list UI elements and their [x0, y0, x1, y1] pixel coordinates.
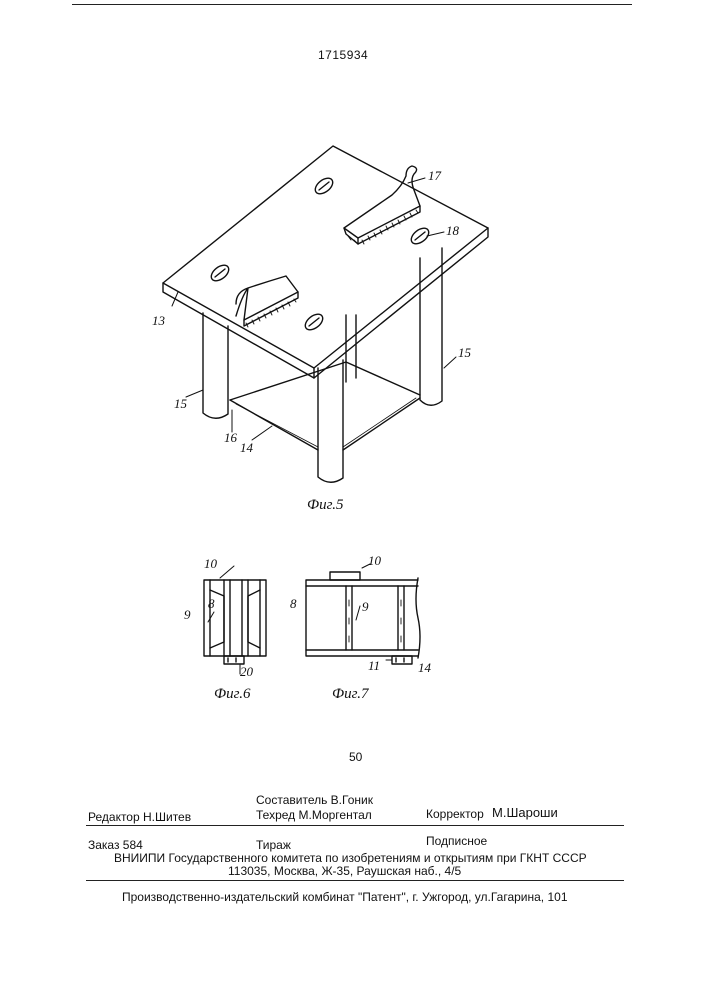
colophon-subscription: Подписное	[426, 834, 487, 848]
colophon-techred: Техред М.Моргентал	[256, 808, 372, 822]
fig7-label-9: 9	[362, 599, 369, 615]
fig5-frame-left	[230, 362, 346, 400]
fig5-frame-right	[343, 398, 420, 450]
leader-15-left	[186, 390, 203, 397]
fig7-label-11: 11	[368, 658, 380, 674]
leader-18	[427, 232, 444, 236]
fig7-label-8: 8	[290, 596, 297, 612]
leader-10-fig6	[220, 566, 234, 578]
colophon-compiler: Составитель В.Гоник	[256, 793, 373, 807]
colophon-editor: Редактор Н.Шитев	[88, 810, 191, 824]
fig5-caption: Фиг.5	[307, 497, 343, 514]
leader-9-fig7	[356, 606, 360, 620]
fig7-caption: Фиг.7	[332, 686, 368, 703]
leader-13	[172, 292, 178, 306]
colophon-corrector-name: М.Шароши	[492, 805, 558, 820]
fig5-leg-front-right	[318, 360, 343, 482]
fig6-drawing	[204, 566, 266, 674]
fig5-leg-front-left	[203, 313, 228, 418]
fig5-hook-clamp-front	[236, 276, 298, 327]
fig6-caption: Фиг.6	[214, 686, 250, 703]
page-number: 50	[349, 750, 362, 764]
leader-17	[408, 178, 425, 183]
colophon-circulation: Тираж	[256, 838, 291, 852]
fig6-label-20: 20	[240, 664, 253, 680]
fig5-hook-clamp-rear	[344, 166, 420, 244]
fig5-label-17: 17	[428, 168, 441, 184]
fig7-label-14: 14	[418, 660, 431, 676]
fig5-label-14: 14	[240, 440, 253, 456]
fig6-label-8: 8	[208, 596, 215, 612]
patent-drawings	[0, 0, 707, 720]
fig5-frame-back	[346, 362, 420, 395]
colophon-rule-1	[86, 825, 624, 826]
fig5-drawing	[163, 146, 488, 482]
colophon-publisher: Производственно-издательский комбинат "П…	[122, 890, 568, 904]
colophon-corrector-label: Корректор	[426, 807, 484, 821]
colophon-institution: ВНИИПИ Государственного комитета по изоб…	[114, 851, 587, 865]
fig5-tabletop-front-edge	[163, 283, 314, 378]
fig5-label-16: 16	[224, 430, 237, 446]
leader-15-right	[444, 357, 456, 368]
fig7-label-10: 10	[368, 553, 381, 569]
leader-9-fig6	[208, 612, 214, 622]
leader-14	[252, 426, 272, 440]
colophon-order: Заказ 584	[88, 838, 143, 852]
fig5-label-18: 18	[446, 223, 459, 239]
fig6-label-9: 9	[184, 607, 191, 623]
colophon-address: 113035, Москва, Ж-35, Раушская наб., 4/5	[228, 864, 461, 878]
fig6-label-10: 10	[204, 556, 217, 572]
colophon-rule-2	[86, 880, 624, 881]
fig5-label-15-right: 15	[458, 345, 471, 361]
fig5-label-15-left: 15	[174, 396, 187, 412]
fig5-leg-back-right	[420, 248, 442, 405]
fig5-label-13: 13	[152, 313, 165, 329]
